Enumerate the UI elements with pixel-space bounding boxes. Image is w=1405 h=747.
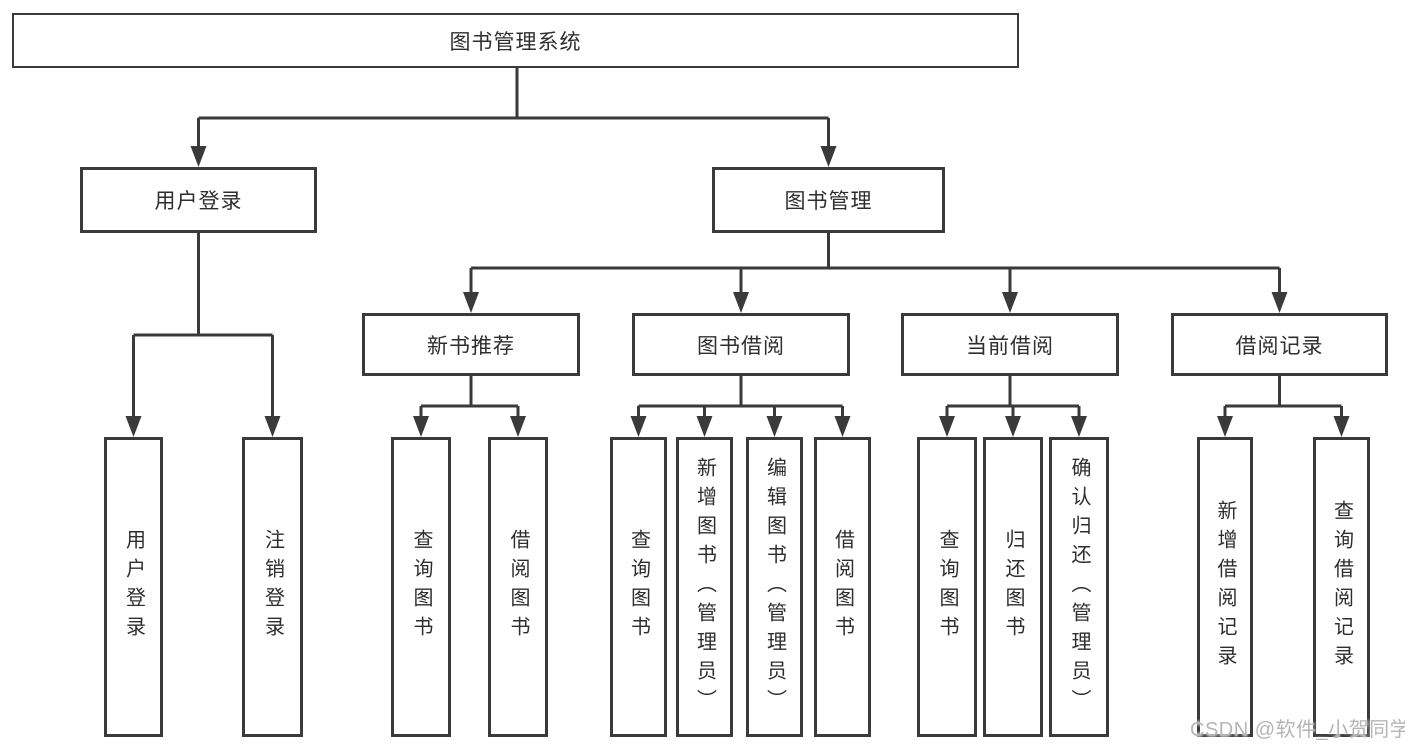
node-leaf-cb-query-book: 查询图书 bbox=[917, 437, 977, 737]
node-user-login: 用户登录 bbox=[80, 167, 317, 233]
node-leaf-bb-query-book: 查询图书 bbox=[610, 437, 667, 737]
connector-path bbox=[132, 68, 1343, 419]
node-new-book-recommend: 新书推荐 bbox=[362, 313, 580, 376]
node-leaf-bb-borrow-book: 借阅图书 bbox=[814, 437, 871, 737]
node-leaf-bb-edit-book-admin: 编辑图书（管理员） bbox=[746, 437, 803, 737]
node-leaf-nb-query-book: 查询图书 bbox=[391, 437, 451, 737]
node-leaf-cb-confirm-return-admin: 确认归还（管理员） bbox=[1049, 437, 1109, 737]
csdn-watermark: CSDN @软件_小贺同学 bbox=[1190, 719, 1405, 741]
node-library-management-system: 图书管理系统 bbox=[12, 13, 1019, 68]
node-leaf-br-query-borrow-record: 查询借阅记录 bbox=[1313, 437, 1370, 737]
node-leaf-cb-return-book: 归还图书 bbox=[983, 437, 1043, 737]
node-book-borrow: 图书借阅 bbox=[632, 313, 850, 376]
node-leaf-logout-login: 注销登录 bbox=[242, 437, 303, 737]
node-leaf-user-login: 用户登录 bbox=[104, 437, 163, 737]
node-borrow-record: 借阅记录 bbox=[1171, 313, 1388, 376]
node-current-borrow: 当前借阅 bbox=[901, 313, 1119, 376]
node-leaf-nb-borrow-book: 借阅图书 bbox=[488, 437, 548, 737]
node-book-management: 图书管理 bbox=[712, 167, 945, 233]
node-leaf-br-add-borrow-record: 新增借阅记录 bbox=[1197, 437, 1253, 737]
node-leaf-bb-add-book-admin: 新增图书（管理员） bbox=[676, 437, 733, 737]
